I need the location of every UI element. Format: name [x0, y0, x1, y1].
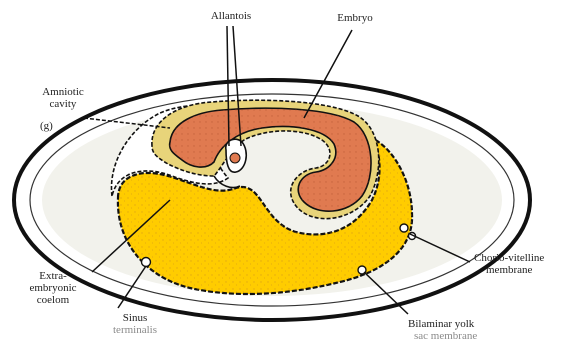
sinus-terminalis-vessel	[142, 258, 151, 267]
label-chorio-vitelline-2: membrane	[486, 264, 532, 276]
label-extra-embryonic-1: Extra-	[18, 270, 88, 282]
allantois-vesicle	[230, 153, 240, 163]
label-chorio-vitelline-1: Chorio-vitelline	[474, 252, 544, 264]
label-embryo: Embryo	[320, 12, 390, 24]
label-extra-embryonic-3: coelom	[18, 294, 88, 306]
label-amniotic-cavity-1: Amniotic	[28, 86, 98, 98]
label-bilaminar-2: sac membrane	[414, 330, 477, 342]
label-sinus-1: Sinus	[100, 312, 170, 324]
label-panel-letter: (g)	[40, 120, 53, 132]
label-allantois: Allantois	[196, 10, 266, 22]
label-extra-embryonic-2: embryonic	[18, 282, 88, 294]
label-amniotic-cavity-2: cavity	[28, 98, 98, 110]
label-sinus-2: terminalis	[100, 324, 170, 336]
label-bilaminar-1: Bilaminar yolk	[408, 318, 474, 330]
chorio-vitelline-vessel-1	[400, 224, 408, 232]
